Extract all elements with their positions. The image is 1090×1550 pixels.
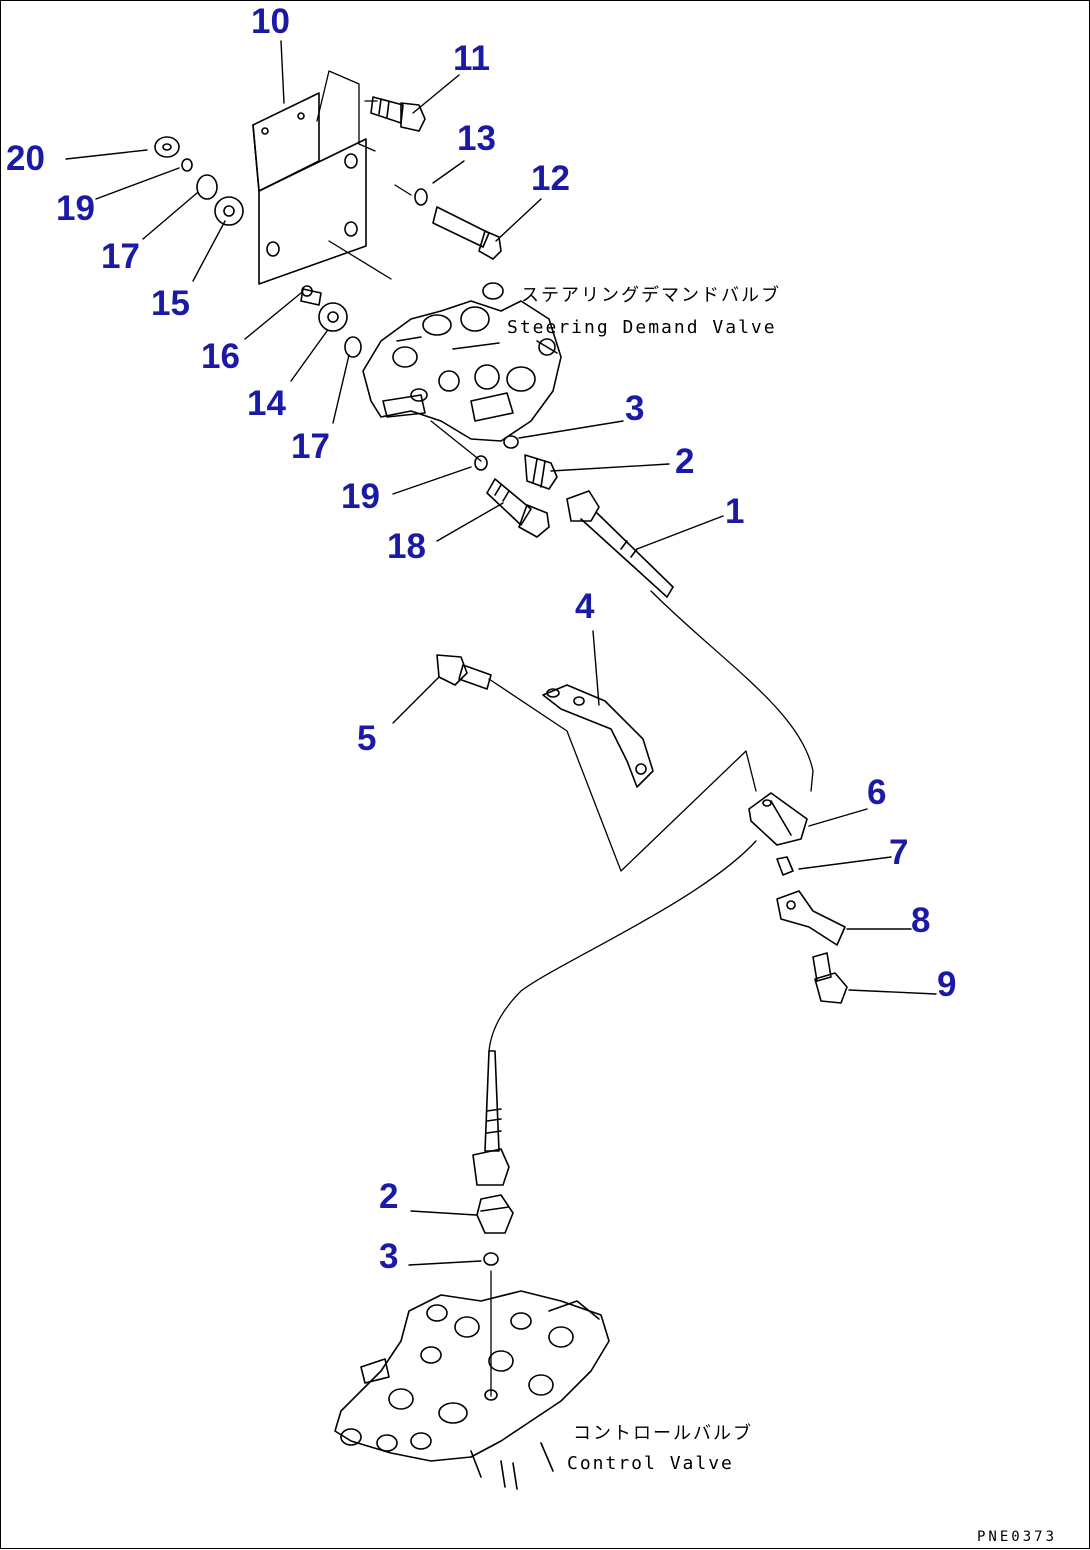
bolt-part-11	[370, 96, 426, 132]
control-valve-label-jp: コントロールバルブ	[573, 1423, 753, 1444]
washer-part-19-lower	[474, 455, 488, 471]
control-valve-label-en: Control Valve	[567, 1453, 734, 1474]
steering-valve-label-en: Steering Demand Valve	[507, 317, 777, 338]
bolt-part-16	[300, 285, 322, 306]
callout-19[interactable]: 19	[341, 477, 380, 516]
cushion-part-15	[214, 196, 244, 226]
washer-part-17-lower	[344, 336, 362, 358]
callout-10[interactable]: 10	[251, 2, 290, 41]
bolt-part-18	[486, 478, 550, 538]
clamp-part-6	[748, 792, 808, 846]
callout-20[interactable]: 20	[6, 139, 45, 178]
cushion-part-14	[318, 302, 348, 332]
lever-part-4	[542, 684, 654, 788]
callout-16[interactable]: 16	[201, 337, 240, 376]
callout-11[interactable]: 11	[453, 39, 490, 78]
callout-8[interactable]: 8	[911, 901, 931, 940]
callout-6[interactable]: 6	[867, 773, 887, 812]
bolt-part-12	[432, 206, 502, 260]
steering-demand-valve-drawing	[362, 282, 562, 442]
bolt-part-9	[812, 952, 848, 1004]
connector-part-2-lower	[476, 1194, 514, 1234]
bolt-part-5	[436, 654, 492, 690]
callout-4[interactable]: 4	[575, 587, 595, 626]
clip-part-8	[776, 890, 846, 946]
washer-part-17-upper	[196, 174, 218, 200]
callout-2[interactable]: 2	[379, 1177, 399, 1216]
bracket-part-10	[252, 92, 367, 285]
connector-part-2-upper	[524, 454, 558, 490]
callout-9[interactable]: 9	[937, 965, 957, 1004]
steering-valve-label-jp: ステアリングデマンドバルブ	[521, 285, 781, 306]
washer-part-13	[414, 188, 428, 206]
callout-1[interactable]: 1	[725, 492, 745, 531]
callout-7[interactable]: 7	[889, 833, 909, 872]
hose-part-1	[566, 490, 674, 598]
hose-lower-fitting	[472, 1050, 510, 1186]
o-ring-part-3-upper	[503, 435, 519, 449]
callout-5[interactable]: 5	[357, 719, 377, 758]
washer-part-19-upper	[181, 158, 193, 172]
callout-3[interactable]: 3	[379, 1237, 399, 1276]
nut-part-20	[154, 136, 180, 158]
callout-19[interactable]: 19	[56, 189, 95, 228]
callout-15[interactable]: 15	[151, 284, 190, 323]
callout-2[interactable]: 2	[675, 442, 695, 481]
callout-18[interactable]: 18	[387, 527, 426, 566]
callout-12[interactable]: 12	[531, 159, 570, 198]
assembly-lines	[316, 70, 814, 1397]
control-valve-drawing	[334, 1290, 610, 1490]
drawing-code: PNE0373	[977, 1529, 1058, 1545]
o-ring-part-3-lower	[483, 1252, 499, 1266]
callout-14[interactable]: 14	[247, 384, 286, 423]
pin-part-7	[776, 856, 794, 876]
callout-17[interactable]: 17	[101, 237, 140, 276]
callout-3[interactable]: 3	[625, 389, 645, 428]
callout-17[interactable]: 17	[291, 427, 330, 466]
leader-lines	[65, 40, 937, 1266]
callout-13[interactable]: 13	[457, 119, 496, 158]
